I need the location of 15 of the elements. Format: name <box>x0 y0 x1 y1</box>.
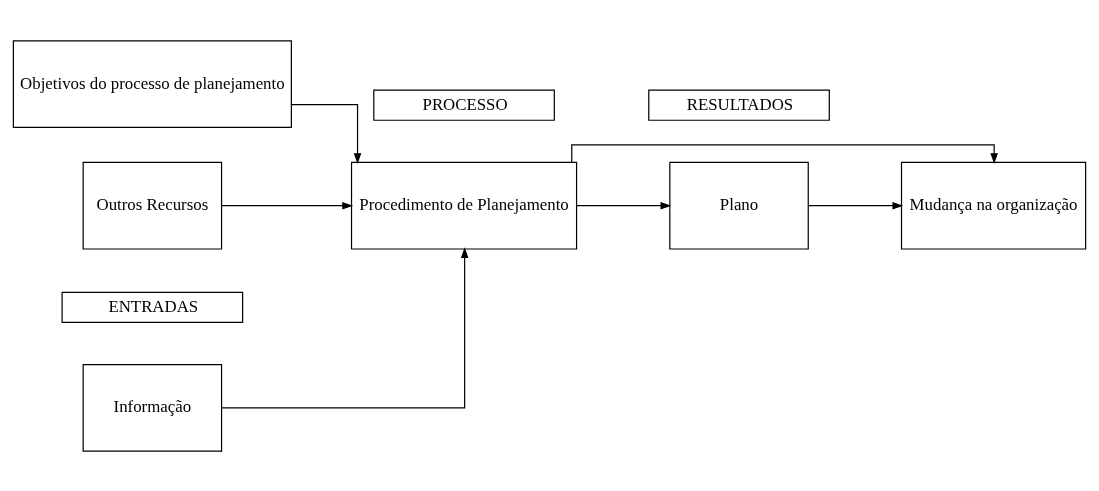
label: PROCESSO <box>422 94 508 114</box>
node-box: Plano <box>669 161 809 250</box>
arrow <box>290 103 362 164</box>
label: RESULTADOS <box>686 94 794 114</box>
node-box: Informação <box>82 363 223 452</box>
node-box: Outros Recursos <box>82 161 223 250</box>
arrow <box>221 246 469 408</box>
arrow <box>571 143 998 164</box>
arrow <box>807 201 904 209</box>
label: ENTRADAS <box>108 296 199 316</box>
node-box: Mudança na organização <box>900 161 1087 250</box>
arrow <box>221 201 354 209</box>
arrow <box>576 201 672 209</box>
node-box: Procedimento de Planejamento <box>350 161 578 250</box>
node-box: Objetivos do processo de planejamento <box>12 39 292 128</box>
